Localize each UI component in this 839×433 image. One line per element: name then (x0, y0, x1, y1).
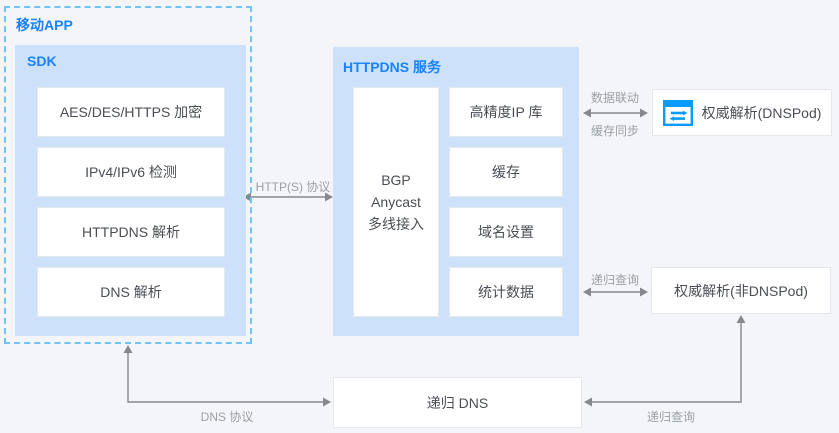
edge-label-cache-sync: 缓存同步 (590, 124, 639, 138)
sdk-item-label: AES/DES/HTTPS 加密 (59, 104, 203, 120)
sdk-title: SDK (27, 53, 57, 69)
edge-label-dns-protocol: DNS 协议 (200, 410, 254, 424)
httpdns-item-label: 缓存 (492, 164, 520, 180)
sdk-item-label: DNS 解析 (100, 284, 162, 300)
authoritative-non-dnspod-node: 权威解析(非DNSPod) (651, 267, 831, 314)
sdk-item-dns-resolve: DNS 解析 (37, 267, 225, 317)
authoritative-dnspod-label: 权威解析(DNSPod) (701, 104, 822, 121)
httpdns-item-label: 域名设置 (478, 224, 534, 240)
bgp-line: Anycast (371, 194, 421, 210)
recursive-dns-label: 递归 DNS (426, 394, 489, 411)
httpdns-item-ip-library: 高精度IP 库 (449, 87, 563, 137)
httpdns-service-title: HTTPDNS 服务 (343, 59, 441, 75)
edge-label-recursive-query-top: 递归查询 (590, 273, 639, 287)
authoritative-non-dnspod-label: 权威解析(非DNSPod) (674, 282, 808, 299)
mobile-app-title: 移动APP (16, 17, 73, 33)
sdk-item-label: HTTPDNS 解析 (82, 224, 180, 240)
mobile-app-container (4, 6, 252, 344)
bgp-anycast-box: BGP Anycast 多线接入 (353, 87, 439, 317)
httpdns-service-panel: HTTPDNS 服务 BGP Anycast 多线接入 高精度IP 库 缓存 域… (333, 47, 579, 336)
httpdns-item-label: 高精度IP 库 (469, 104, 543, 120)
httpdns-item-domain-settings: 域名设置 (449, 207, 563, 257)
bgp-line: BGP (381, 172, 411, 188)
sdk-item-ip-detection: IPv4/IPv6 检测 (37, 147, 225, 197)
sdk-panel: SDK AES/DES/HTTPS 加密 IPv4/IPv6 检测 HTTPDN… (15, 45, 246, 336)
httpdns-item-label: 统计数据 (478, 284, 534, 300)
sdk-item-httpdns-resolve: HTTPDNS 解析 (37, 207, 225, 257)
edge-label-http-protocol: HTTP(S) 协议 (255, 180, 331, 194)
edge-label-data-link: 数据联动 (590, 91, 639, 105)
httpdns-item-statistics: 统计数据 (449, 267, 563, 317)
edge-label-recursive-query-bottom: 递归查询 (646, 410, 695, 424)
authoritative-dnspod-node: 权威解析(DNSPod) (652, 89, 832, 136)
recursive-dns-node: 递归 DNS (333, 377, 582, 428)
httpdns-item-cache: 缓存 (449, 147, 563, 197)
dnspod-console-icon (662, 99, 693, 126)
sdk-item-label: IPv4/IPv6 检测 (85, 164, 177, 180)
bgp-line: 多线接入 (368, 216, 424, 232)
sdk-item-encryption: AES/DES/HTTPS 加密 (37, 87, 225, 137)
